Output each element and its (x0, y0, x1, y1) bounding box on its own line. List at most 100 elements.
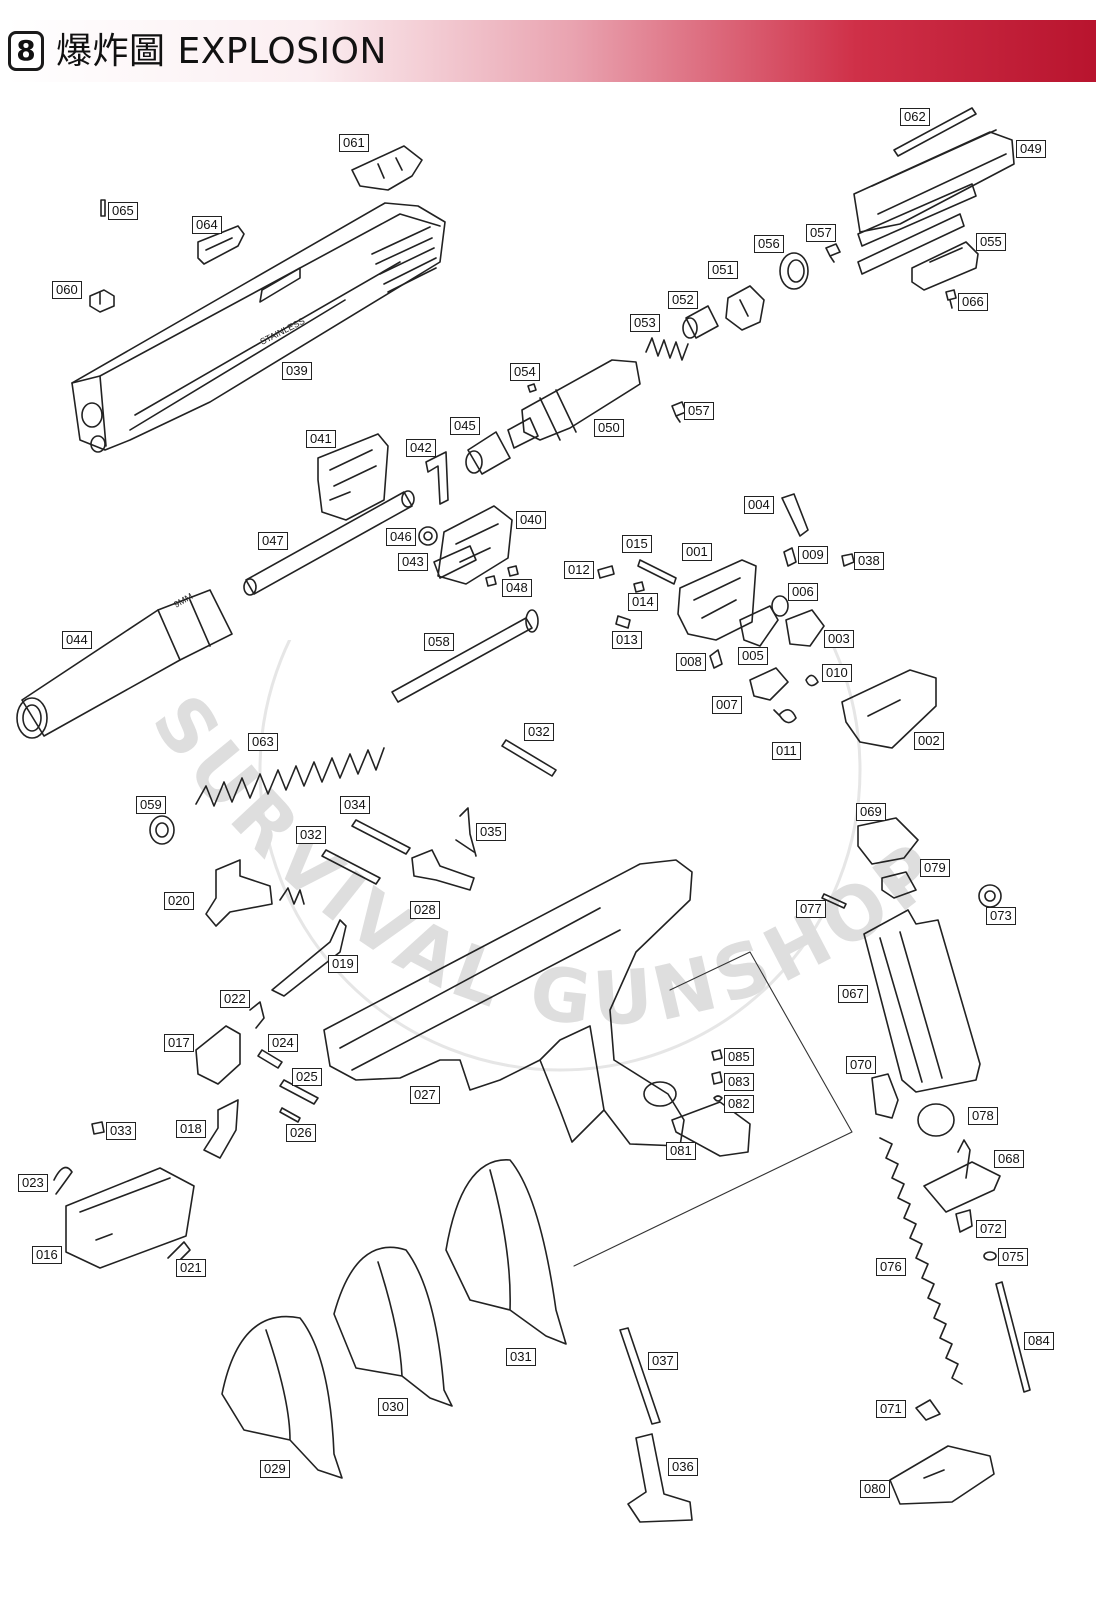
label-029: 029 (260, 1460, 290, 1478)
label-065: 065 (108, 202, 138, 220)
label-030: 030 (378, 1398, 408, 1416)
label-011: 011 (772, 742, 801, 760)
part-025-pin (279, 1079, 319, 1105)
label-005: 005 (738, 647, 768, 665)
label-070: 070 (846, 1056, 876, 1074)
label-083: 083 (724, 1073, 754, 1091)
label-027: 027 (410, 1086, 440, 1104)
part-030-backstrap-m (333, 1246, 453, 1407)
part-013-screw (615, 615, 631, 629)
part-075-washer (983, 1251, 997, 1261)
part-059-bushing (149, 815, 175, 845)
label-049: 049 (1016, 140, 1046, 158)
label-016: 016 (32, 1246, 62, 1264)
label-066: 066 (958, 293, 988, 311)
part-028-slide-stop (411, 849, 475, 891)
label-018: 018 (176, 1120, 206, 1138)
section-number-badge: 8 (8, 31, 44, 71)
label-012: 012 (564, 561, 594, 579)
part-047-inner-barrel (243, 490, 415, 596)
part-079-part (881, 871, 917, 899)
label-041: 041 (306, 430, 336, 448)
part-062-rod (893, 107, 977, 157)
part-057a-screw (825, 243, 841, 263)
label-069: 069 (856, 803, 886, 821)
label-034: 034 (340, 796, 370, 814)
part-081-mag-catch (671, 1101, 751, 1157)
part-061-rear-sight (351, 145, 423, 191)
barrel-marking: 9MM (172, 591, 194, 610)
part-040-block (437, 505, 513, 585)
part-002-bracket (841, 669, 937, 749)
part-017-block (195, 1025, 241, 1085)
part-077-pin (821, 893, 847, 909)
part-082-ball (713, 1095, 723, 1102)
leader-lines (573, 951, 853, 1267)
label-021: 021 (176, 1259, 206, 1277)
label-010: 010 (822, 664, 852, 682)
label-035: 035 (476, 823, 506, 841)
label-048: 048 (502, 579, 532, 597)
part-037-rod (619, 1327, 661, 1425)
header-band (6, 20, 1096, 82)
label-061: 061 (339, 134, 369, 152)
label-026: 026 (286, 1124, 316, 1142)
part-056-ring (779, 252, 809, 290)
label-050: 050 (594, 419, 624, 437)
label-022: 022 (220, 990, 250, 1008)
label-076: 076 (876, 1258, 906, 1276)
label-045: 045 (450, 417, 480, 435)
label-078: 078 (968, 1107, 998, 1125)
part-009-spring (783, 547, 797, 567)
part-054-screw (527, 383, 537, 393)
part-045-nozzle (465, 431, 511, 475)
label-079: 079 (920, 859, 950, 877)
part-018-trigger (203, 1099, 239, 1159)
part-041-hop-chamber (317, 433, 389, 521)
part-067-magazine (863, 909, 981, 1093)
part-024-pin (257, 1049, 283, 1069)
part-035-spring (455, 807, 477, 857)
part-036-tool (627, 1433, 693, 1523)
part-064-extractor (197, 225, 245, 265)
part-034-pin (351, 819, 411, 855)
part-073-valve (978, 884, 1002, 908)
part-022-spring (249, 1001, 265, 1029)
part-010-spring (805, 674, 819, 687)
label-001: 001 (682, 543, 712, 561)
label-006: 006 (788, 583, 818, 601)
label-084: 084 (1024, 1332, 1054, 1350)
label-051: 051 (708, 261, 738, 279)
part-052-valve (682, 305, 719, 339)
part-084-rod (995, 1281, 1031, 1393)
part-023-spring (53, 1166, 73, 1195)
part-001-hammer-housing (677, 559, 757, 641)
part-053-spring (645, 337, 689, 361)
page-title: 爆炸圖 EXPLOSION (56, 30, 387, 74)
part-042-clip (425, 451, 449, 505)
label-068: 068 (994, 1150, 1024, 1168)
label-075: 075 (998, 1248, 1028, 1266)
label-047: 047 (258, 532, 288, 550)
label-057a: 057 (806, 224, 836, 242)
part-070-latch (871, 1073, 899, 1119)
part-063-recoil-spring (195, 747, 385, 807)
label-046: 046 (386, 528, 416, 546)
label-032a: 032 (524, 723, 554, 741)
label-085: 085 (724, 1048, 754, 1066)
label-042: 042 (406, 439, 436, 457)
label-019: 019 (328, 955, 358, 973)
label-072: 072 (976, 1220, 1006, 1238)
label-044: 044 (62, 631, 92, 649)
part-071-part (915, 1399, 941, 1421)
label-017: 017 (164, 1034, 194, 1052)
label-031: 031 (506, 1348, 536, 1366)
part-026-pin (279, 1107, 301, 1123)
part-060-front-sight (89, 289, 115, 313)
part-038-screw (841, 553, 855, 567)
part-083-spring (711, 1071, 723, 1085)
part-049-blowback-housing (853, 129, 1015, 275)
part-003-knocker (785, 609, 825, 647)
part-019-lever (271, 919, 347, 997)
label-009: 009 (798, 546, 828, 564)
